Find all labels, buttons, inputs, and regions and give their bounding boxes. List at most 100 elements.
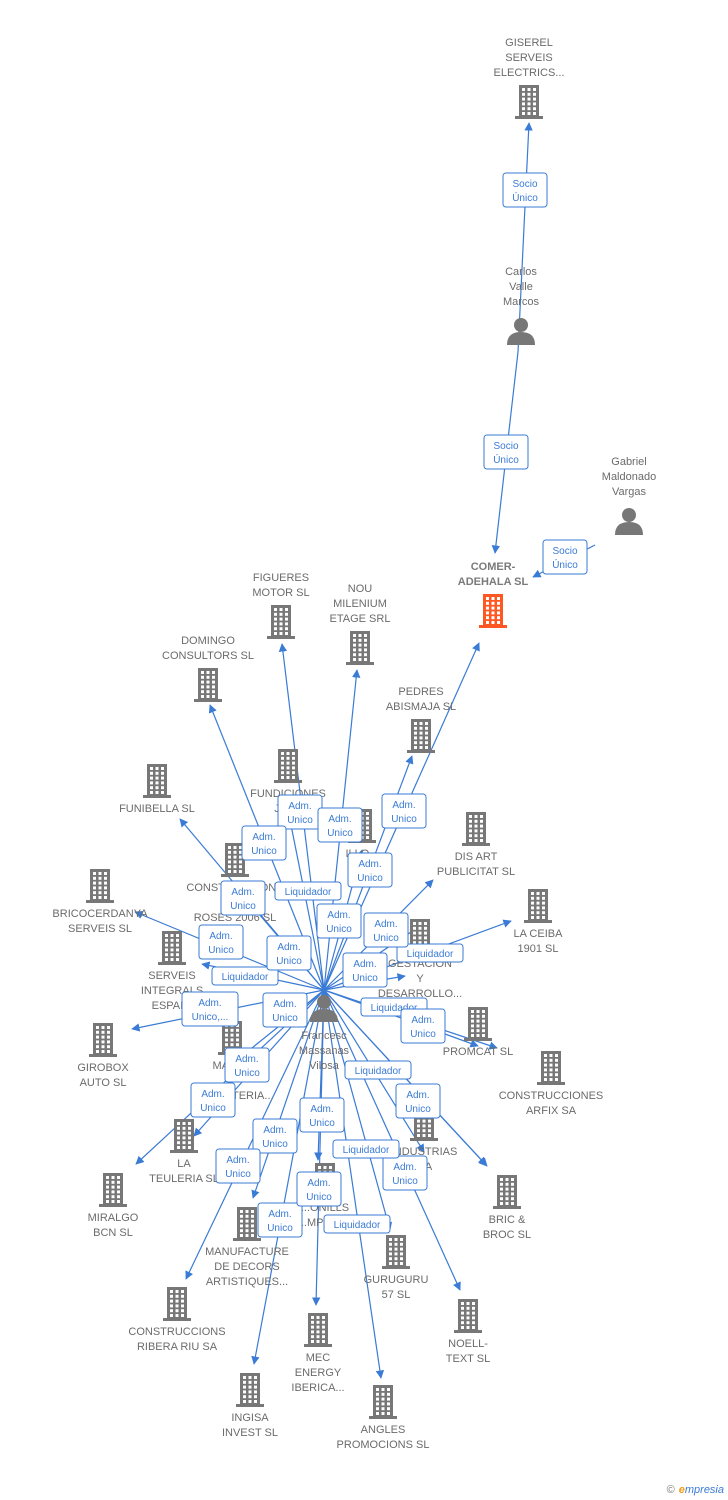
node-label: DOMINGO [181,635,235,647]
badge-label: Adm. [358,859,381,870]
badge-box [363,912,409,948]
building-icon [170,1119,198,1153]
node-bricbroc[interactable]: BRIC &BROC SL [483,1175,531,1241]
brand-footer[interactable]: ©empresia [667,1484,724,1496]
building-icon [464,1007,492,1041]
node-label: PROMCAT SL [443,1046,514,1058]
badge-label: Adm. [374,919,397,930]
relation-badge[interactable]: Adm.Unico [224,1047,270,1083]
badge-box [332,1139,400,1159]
badge-label: Unico,... [192,1012,229,1023]
relation-badge[interactable]: Adm.Unico [347,852,393,888]
node-comer[interactable]: COMER-ADEHALA SL [458,561,529,628]
relation-badge[interactable]: Adm.Unico [198,924,244,960]
relation-badge[interactable]: Liquidador [323,1214,391,1234]
node-label: FIGUERES [253,572,309,584]
edges-layer [131,122,596,1379]
badges-layer: SocioÚnicoSocioÚnicoSocioÚnicoAdm.UnicoA… [181,172,588,1238]
badge-box [483,434,529,470]
building-icon [221,843,249,877]
badge-box [396,943,464,963]
relation-badge[interactable]: Adm.Unico,... [181,991,239,1027]
relation-badge[interactable]: Adm.Unico [215,1148,261,1184]
node-label: GURUGURU [364,1274,429,1286]
relation-badge[interactable]: Adm.Unico [262,992,308,1028]
badge-label: Unico [410,1029,436,1040]
badge-label: Socio [552,546,577,557]
relation-badge[interactable]: Adm.Unico [299,1097,345,1133]
relation-badge[interactable]: Adm.Unico [266,935,312,971]
relation-badge[interactable]: Liquidador [344,1060,412,1080]
relation-badge[interactable]: Adm.Unico [190,1082,236,1118]
node-mec[interactable]: MECENERGYIBERICA... [291,1313,345,1394]
relation-badge[interactable]: Liquidador [274,881,342,901]
relation-badge[interactable]: Adm.Unico [277,794,323,830]
building-icon [143,764,171,798]
building-icon [194,668,222,702]
badge-label: Liquidador [343,1145,390,1156]
relation-badge[interactable]: Adm.Unico [316,903,362,939]
node-label: Gabriel [611,456,646,468]
badge-box [266,935,312,971]
badge-box [198,924,244,960]
badge-box [316,903,362,939]
badge-box [344,1060,412,1080]
relation-badge[interactable]: Adm.Unico [296,1171,342,1207]
node-label: INDUSTRIAS [391,1146,458,1158]
relation-badge[interactable]: Adm.Unico [220,880,266,916]
edge-francesc-guruguru [323,989,393,1231]
relation-badge[interactable]: Adm.Unico [395,1083,441,1119]
badge-label: Socio [493,441,518,452]
badge-box [262,992,308,1028]
badge-box [347,852,393,888]
relation-badge[interactable]: Adm.Unico [400,1008,446,1044]
node-noell[interactable]: NOELL-TEXT SL [446,1299,490,1365]
relation-badge[interactable]: Adm.Unico [363,912,409,948]
relation-badge[interactable]: Adm.Unico [342,952,388,988]
relation-badge[interactable]: Liquidador [211,966,279,986]
building-icon [236,1373,264,1407]
relation-badge[interactable]: Adm.Unico [317,807,363,843]
relation-badge[interactable]: Adm.Unico [241,825,287,861]
relation-badge[interactable]: Adm.Unico [257,1202,303,1238]
relation-badge[interactable]: Liquidador [332,1139,400,1159]
node-label: MEC [306,1352,331,1364]
badge-box [241,825,287,861]
relation-badge[interactable]: Adm.Unico [381,793,427,829]
relation-badge[interactable]: Liquidador [396,943,464,963]
node-funibella[interactable]: FUNIBELLA SL [119,764,195,815]
node-giserel[interactable]: GISERELSERVEISELECTRICS... [494,37,565,119]
badge-label: Adm. [273,999,296,1010]
badge-box [542,539,588,575]
node-label: SERVEIS SL [68,923,132,935]
node-label: NOELL- [448,1338,488,1350]
badge-label: Adm. [226,1155,249,1166]
relation-badge[interactable]: Adm.Unico [382,1155,428,1191]
node-label: MILENIUM [333,598,387,610]
relation-badge[interactable]: Adm.Unico [252,1118,298,1154]
node-promcat[interactable]: PROMCAT SL [443,1007,514,1058]
badge-label: Adm. [353,959,376,970]
